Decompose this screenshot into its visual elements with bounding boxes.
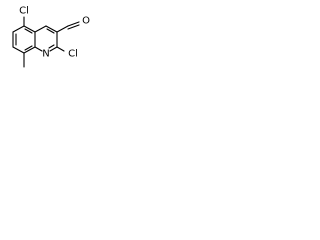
bond-c7-c8 <box>12 46 25 54</box>
atom-cl-top: Cl <box>19 6 29 17</box>
bond-n1-c8a <box>34 46 43 52</box>
atom-oxygen: O <box>82 16 90 27</box>
bond-inner-c4a-c5 <box>24 28 33 34</box>
substituents <box>23 16 80 68</box>
bond-inner-c8-c8a <box>24 45 33 51</box>
bond-c8-c8a <box>23 46 36 54</box>
benzo-ring <box>12 25 36 54</box>
atom-nitrogen: N <box>42 49 49 60</box>
bond-inner-c2-n1 <box>48 44 55 49</box>
bond-c2-cl <box>56 46 65 52</box>
bond-aldehyde-o <box>67 21 80 27</box>
bond-c2-n1 <box>49 46 58 52</box>
pyridine-ring <box>34 25 58 52</box>
bond-c4a-c4 <box>34 25 47 33</box>
bond-c3-aldehyde <box>56 25 69 33</box>
bond-inner-c4-c3 <box>46 28 55 34</box>
bond-c4a-c5 <box>23 25 36 33</box>
bond-c4-c3 <box>45 25 58 33</box>
molecule-structure: Cl Cl N O <box>12 6 90 68</box>
bond-c5-c6 <box>12 25 25 33</box>
bond-aldehyde-o-double <box>67 24 80 30</box>
atom-cl-right: Cl <box>68 49 78 60</box>
